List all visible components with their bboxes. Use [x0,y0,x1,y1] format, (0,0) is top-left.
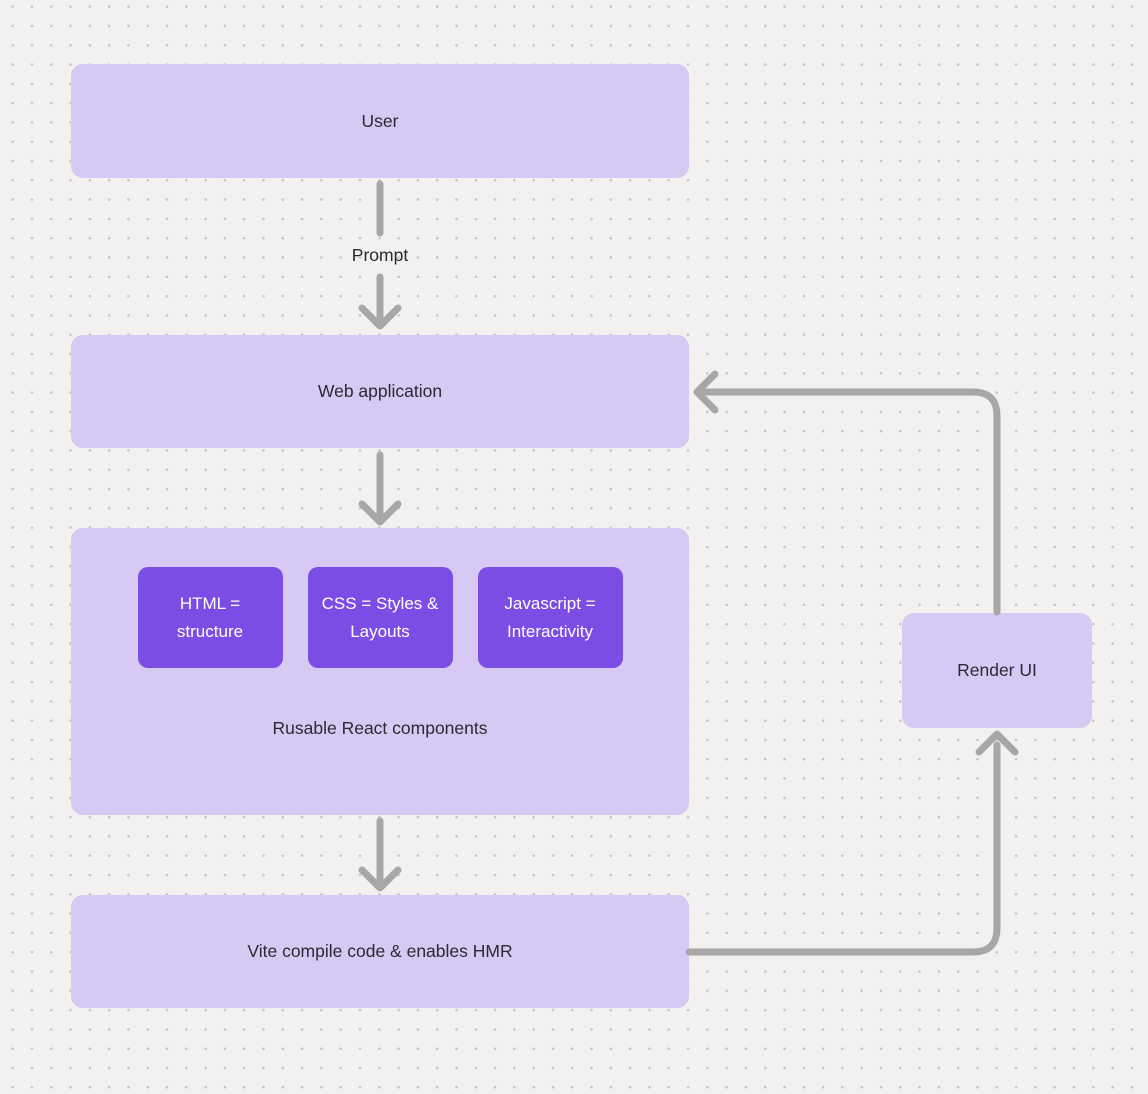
node-javascript-label: Javascript = Interactivity [504,593,596,641]
node-web-application-label: Web application [317,381,443,401]
node-css[interactable]: CSS = Styles & Layouts [307,567,453,668]
node-user[interactable]: User [71,64,689,178]
node-html[interactable]: HTML = structure [137,567,283,668]
node-render-ui-label: Render UI [957,660,1037,680]
arrow-user-to-webapp-head-segment [358,273,402,330]
node-vite-label: Vite compile code & enables HMR [247,941,513,961]
node-css-label: CSS = Styles & Layouts [321,593,439,641]
node-web-application[interactable]: Web application [71,335,689,448]
node-render-ui[interactable]: Render UI [902,613,1092,728]
arrow-vite-to-renderui [685,730,1019,956]
node-components-group[interactable]: HTML = structure CSS = Styles & Layouts … [71,528,689,815]
node-javascript[interactable]: Javascript = Interactivity [477,567,623,668]
components-group-caption: Rusable React components [272,718,488,738]
components-row: HTML = structure CSS = Styles & Layouts … [71,567,689,668]
node-user-label: User [361,110,399,131]
node-html-label: HTML = structure [176,593,244,641]
arrow-components-to-vite [358,817,402,892]
arrow-renderui-to-webapp [693,370,1001,616]
arrow-webapp-to-components [358,451,402,526]
edge-label-prompt: Prompt [351,245,409,265]
node-vite[interactable]: Vite compile code & enables HMR [71,895,689,1008]
